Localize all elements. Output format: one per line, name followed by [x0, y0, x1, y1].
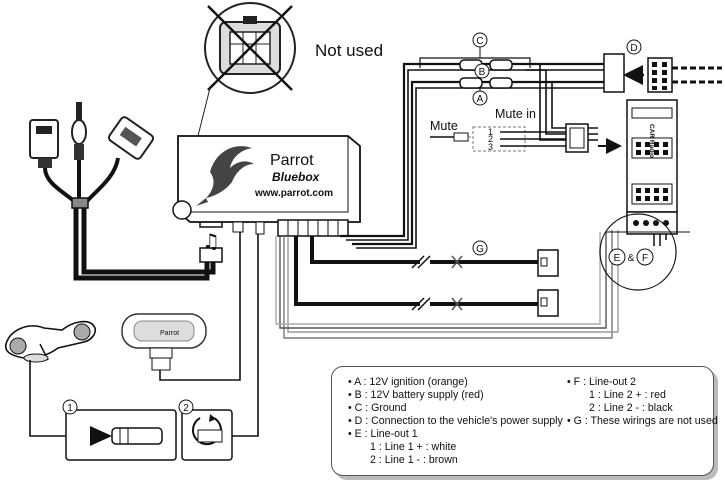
display-brand: Parrot	[160, 330, 179, 337]
label-g-marker: G	[472, 240, 488, 256]
unused-connector-icon	[204, 2, 296, 94]
car-radio-label: CAR Radio	[648, 124, 655, 158]
legend-item-a: • A : 12V ignition (orange)	[348, 376, 468, 388]
mute-in-connector	[565, 123, 589, 153]
step-1-panel	[65, 409, 177, 461]
cable-bundle	[43, 157, 216, 281]
svg-text:1: 1	[67, 403, 73, 414]
label-d-marker: D	[626, 39, 642, 55]
step-2-marker: 2	[178, 399, 194, 415]
step-2-panel	[181, 409, 233, 461]
svg-text:2: 2	[183, 403, 189, 414]
mute-pin-3: 3	[488, 142, 493, 152]
music-note-icon: ♫	[202, 229, 220, 253]
svg-text:B: B	[479, 67, 486, 78]
mute-label: Mute	[430, 119, 458, 133]
not-used-label: Not used	[315, 41, 383, 60]
bluebox-brand: Parrot	[270, 152, 314, 169]
line-out-callout: E & F	[599, 213, 690, 291]
legend-item-c: • C : Ground	[348, 402, 407, 414]
accessory-cables	[29, 232, 259, 437]
line-out-wirings	[275, 230, 619, 339]
svg-text:D: D	[630, 43, 637, 54]
unused-wirings	[294, 236, 559, 317]
legend-item-g: • G : These wirings are not used	[567, 415, 718, 427]
bluebox-url: www.parrot.com	[254, 188, 333, 199]
audio-jack-icon	[71, 102, 87, 160]
legend-item-e: • E : Line-out 1	[348, 428, 418, 440]
parrot-bird-logo	[196, 146, 254, 206]
mute-pin-2: 2	[488, 134, 493, 144]
usb-connector-icon	[29, 119, 59, 168]
svg-text:A: A	[477, 94, 484, 105]
vehicle-connector	[603, 53, 722, 93]
legend-item-e-line2: 2 : Line 1 - : brown	[370, 454, 458, 466]
legend-box: • A : 12V ignition (orange) • B : 12V ba…	[331, 366, 718, 476]
label-a-marker: A	[472, 88, 488, 106]
svg-text:G: G	[476, 244, 484, 255]
mute-in-label: Mute in	[495, 107, 536, 121]
legend-item-f: • F : Line-out 2	[567, 376, 637, 388]
step-1-marker: 1	[62, 399, 78, 415]
legend-item-f-line2: 2 : Line 2 - : black	[589, 402, 673, 414]
legend-right-column: • F : Line-out 2 1 : Line 2 + : red 2 : …	[567, 376, 718, 428]
label-c-marker: C	[472, 32, 488, 58]
legend-item-f-line1: 1 : Line 2 + : red	[589, 389, 666, 401]
handset-icon	[4, 320, 97, 363]
bluebox-model: Bluebox	[272, 170, 321, 184]
ipod-connector-icon	[107, 116, 155, 160]
inline-fuse-connectors	[459, 59, 513, 89]
parrot-display-icon	[121, 313, 207, 371]
label-e: E	[614, 253, 621, 264]
label-f: F	[642, 253, 648, 264]
legend-item-e-line1: 1 : Line 1 + : white	[370, 441, 457, 453]
mute-wiring	[430, 126, 566, 152]
legend-left-column: • A : 12V ignition (orange) • B : 12V ba…	[348, 376, 563, 467]
svg-text:C: C	[476, 36, 483, 47]
bluebox-unit	[172, 135, 361, 223]
car-radio	[626, 99, 678, 235]
legend-item-b: • B : 12V battery supply (red)	[348, 389, 484, 401]
label-ampersand: &	[628, 253, 635, 264]
mute-pin-1: 1	[488, 127, 493, 137]
label-b-marker: B	[474, 63, 490, 79]
legend-item-d: • D : Connection to the vehicle's power …	[348, 415, 563, 427]
